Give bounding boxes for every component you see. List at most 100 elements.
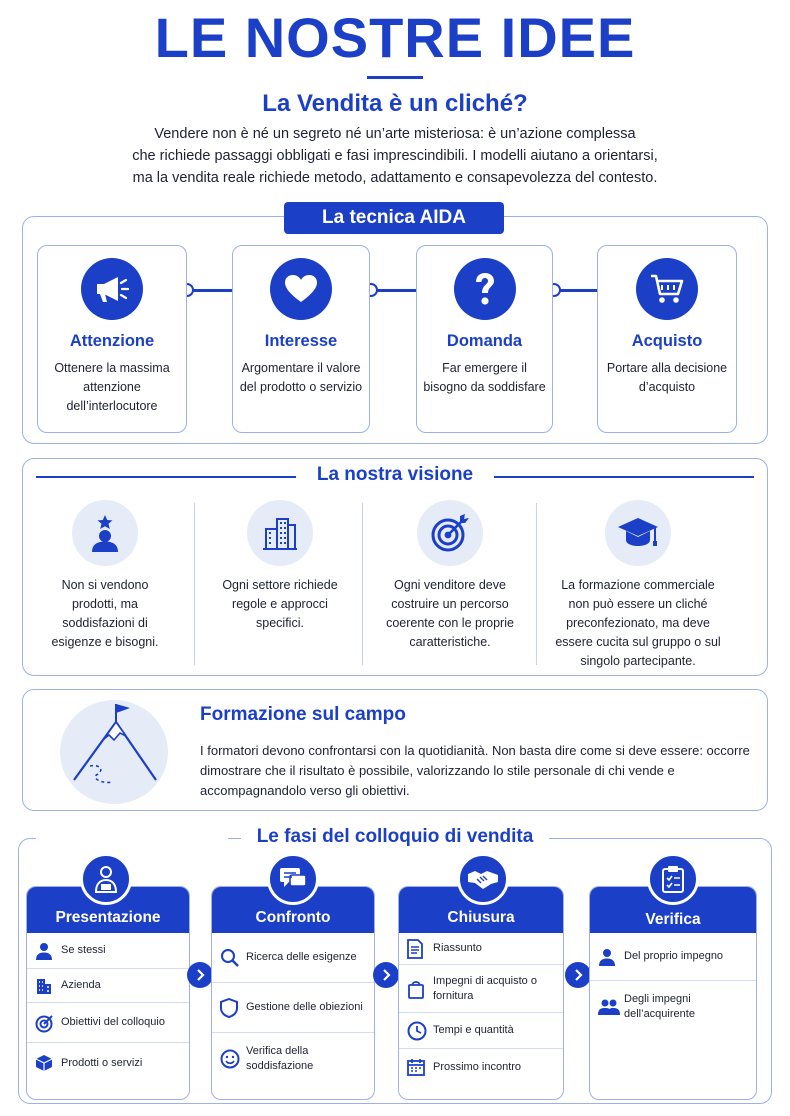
phases-title-text: Le fasi del colloquio di vendita: [240, 826, 550, 847]
aida-connector: [370, 289, 416, 292]
phase-entry-text: Tempi e quantità: [433, 1024, 514, 1036]
cart-icon: [636, 258, 698, 320]
vision-title: La nostra visione: [316, 464, 474, 485]
intro-line: Vendere non è né un segreto né un’arte m…: [154, 126, 636, 142]
vision-item: La formazione commerciale non può essere…: [552, 500, 724, 671]
phase-entry-text: Degli impegni dell’acquirente: [624, 993, 695, 1020]
phase-entry-text: Verifica della soddisfazione: [246, 1045, 314, 1072]
smiley-icon: [220, 1049, 246, 1069]
shield-icon: [220, 997, 246, 1018]
aida-card-attenzione: Attenzione Ottenere la massima attenzion…: [37, 245, 187, 433]
intro-line: che richiede passaggi obbligati e fasi i…: [132, 148, 658, 164]
next-arrow-icon: [565, 962, 591, 988]
next-arrow-icon: [187, 962, 213, 988]
phase-entry-text: Gestione delle obiezioni: [246, 1001, 363, 1013]
intro-line: ma la vendita reale richiede metodo, ada…: [132, 170, 658, 186]
buildings-icon: [247, 500, 313, 566]
people-icon: [598, 998, 624, 1016]
phase-entry-text: Del proprio impegno: [624, 950, 724, 962]
phase-entry: Tempi e quantità: [399, 1013, 563, 1049]
phase-entry-text: Prossimo incontro: [433, 1060, 522, 1073]
vision-title-rule: [494, 476, 754, 478]
presenter-icon: [80, 853, 132, 905]
clipboard-check-icon: [647, 853, 699, 905]
aida-card-text: Argomentare il valore del prodotto o ser…: [239, 361, 363, 394]
phase-entry: Ricerca delle esigenze: [212, 933, 374, 983]
heart-icon: [270, 258, 332, 320]
phase-entry-text: Impegni di acquisto o fornitura: [433, 974, 537, 1002]
vision-divider: [536, 503, 537, 665]
aida-card-domanda: Domanda Far emergere il bisogno da soddi…: [416, 245, 553, 433]
vision-divider: [194, 503, 195, 665]
aida-card-title: Interesse: [264, 332, 338, 350]
phase-entry: Prossimo incontro: [399, 1049, 563, 1085]
page-title: LE NOSTRE IDEE: [154, 6, 636, 69]
phase-entry-text: Azienda: [61, 979, 101, 991]
phase-entry: Impegni di acquisto o fornitura: [399, 965, 563, 1013]
phase-entry-text: Se stessi: [61, 944, 106, 956]
clock-icon: [407, 1021, 433, 1041]
aida-card-text: Portare alla decisione d’acquisto: [606, 361, 728, 394]
vision-item: Ogni venditore deve costruire un percors…: [376, 500, 524, 652]
aida-card-title: Acquisto: [631, 332, 703, 350]
aida-card-text: Far emergere il bisogno da soddisfare: [423, 361, 546, 394]
document-icon: [407, 938, 433, 959]
intro-text: Vendere non è né un segreto né un’arte m…: [80, 123, 710, 189]
page-subtitle: La Vendita è un cliché?: [262, 90, 528, 117]
vision-panel: [22, 458, 768, 676]
phase-entry: Gestione delle obiezioni: [212, 983, 374, 1033]
aida-card-acquisto: Acquisto Portare alla decisione d’acquis…: [597, 245, 737, 433]
aida-card-text: Ottenere la massima attenzione dell’inte…: [54, 361, 170, 413]
phase-entry-text: Prodotti o servizi: [61, 1056, 143, 1069]
handshake-icon: [457, 853, 509, 905]
field-title: Formazione sul campo: [200, 704, 406, 725]
phase-card-confronto: Confronto Ricerca delle esigenze Gestion…: [211, 886, 375, 1100]
person-icon: [35, 942, 61, 960]
aida-connector: [186, 289, 232, 292]
aida-card-title: Domanda: [446, 332, 523, 350]
aida-tag: La tecnica AIDA: [284, 202, 504, 234]
vision-text: Non si vendono prodotti, ma soddisfazion…: [51, 578, 159, 649]
phase-entry: Prodotti o servizi: [27, 1043, 189, 1083]
phase-entry: Del proprio impegno: [590, 933, 756, 981]
field-text: I formatori devono confrontarsi con la q…: [200, 743, 750, 798]
vision-title-rule: [36, 476, 296, 478]
phase-entry: Verifica della soddisfazione: [212, 1033, 374, 1085]
vision-divider: [362, 503, 363, 665]
phase-entry: Azienda: [27, 969, 189, 1003]
phase-card-chiusura: Chiusura Riassunto Impegni di acquisto o…: [398, 886, 564, 1100]
vision-text: Ogni settore richiede regole e approcci …: [222, 578, 338, 630]
phase-entry: Obiettivi del colloquio: [27, 1003, 189, 1043]
aida-card-title: Attenzione: [69, 332, 155, 350]
phase-entry-text: Riassunto: [433, 942, 482, 954]
vision-text: Ogni venditore deve costruire un percors…: [386, 578, 514, 649]
phase-entry-text: Ricerca delle esigenze: [246, 951, 357, 963]
person-star-icon: [72, 500, 138, 566]
graduation-cap-icon: [605, 500, 671, 566]
phase-entry: Riassunto: [399, 933, 563, 965]
phases-title-mask: [36, 838, 228, 840]
megaphone-icon: [81, 258, 143, 320]
next-arrow-icon: [373, 962, 399, 988]
target-small-icon: [35, 1013, 61, 1033]
phases-title: Le fasi del colloquio di vendita: [0, 826, 790, 848]
question-icon: [453, 258, 516, 320]
phase-card-verifica: Verifica Del proprio impegno Degli impeg…: [589, 886, 757, 1100]
calendar-icon: [407, 1058, 433, 1076]
mountain-flag-icon: [60, 700, 168, 804]
building-icon: [35, 977, 61, 995]
title-divider: [367, 76, 423, 79]
phase-entry: Se stessi: [27, 933, 189, 969]
phase-entry-text: Obiettivi del colloquio: [61, 1016, 165, 1028]
phase-entry: Degli impegni dell’acquirente: [590, 981, 756, 1033]
vision-item: Ogni settore richiede regole e approcci …: [222, 500, 338, 633]
vision-text: La formazione commerciale non può essere…: [555, 578, 721, 668]
chat-icon: [267, 853, 319, 905]
aida-connector: [553, 289, 597, 292]
phase-card-presentazione: Presentazione Se stessi Azienda Obiettiv…: [26, 886, 190, 1100]
target-icon: [417, 500, 483, 566]
box-icon: [35, 1054, 61, 1072]
person-icon: [598, 948, 624, 966]
shopping-bag-icon: [407, 979, 433, 999]
vision-item: Non si vendono prodotti, ma soddisfazion…: [40, 500, 170, 652]
